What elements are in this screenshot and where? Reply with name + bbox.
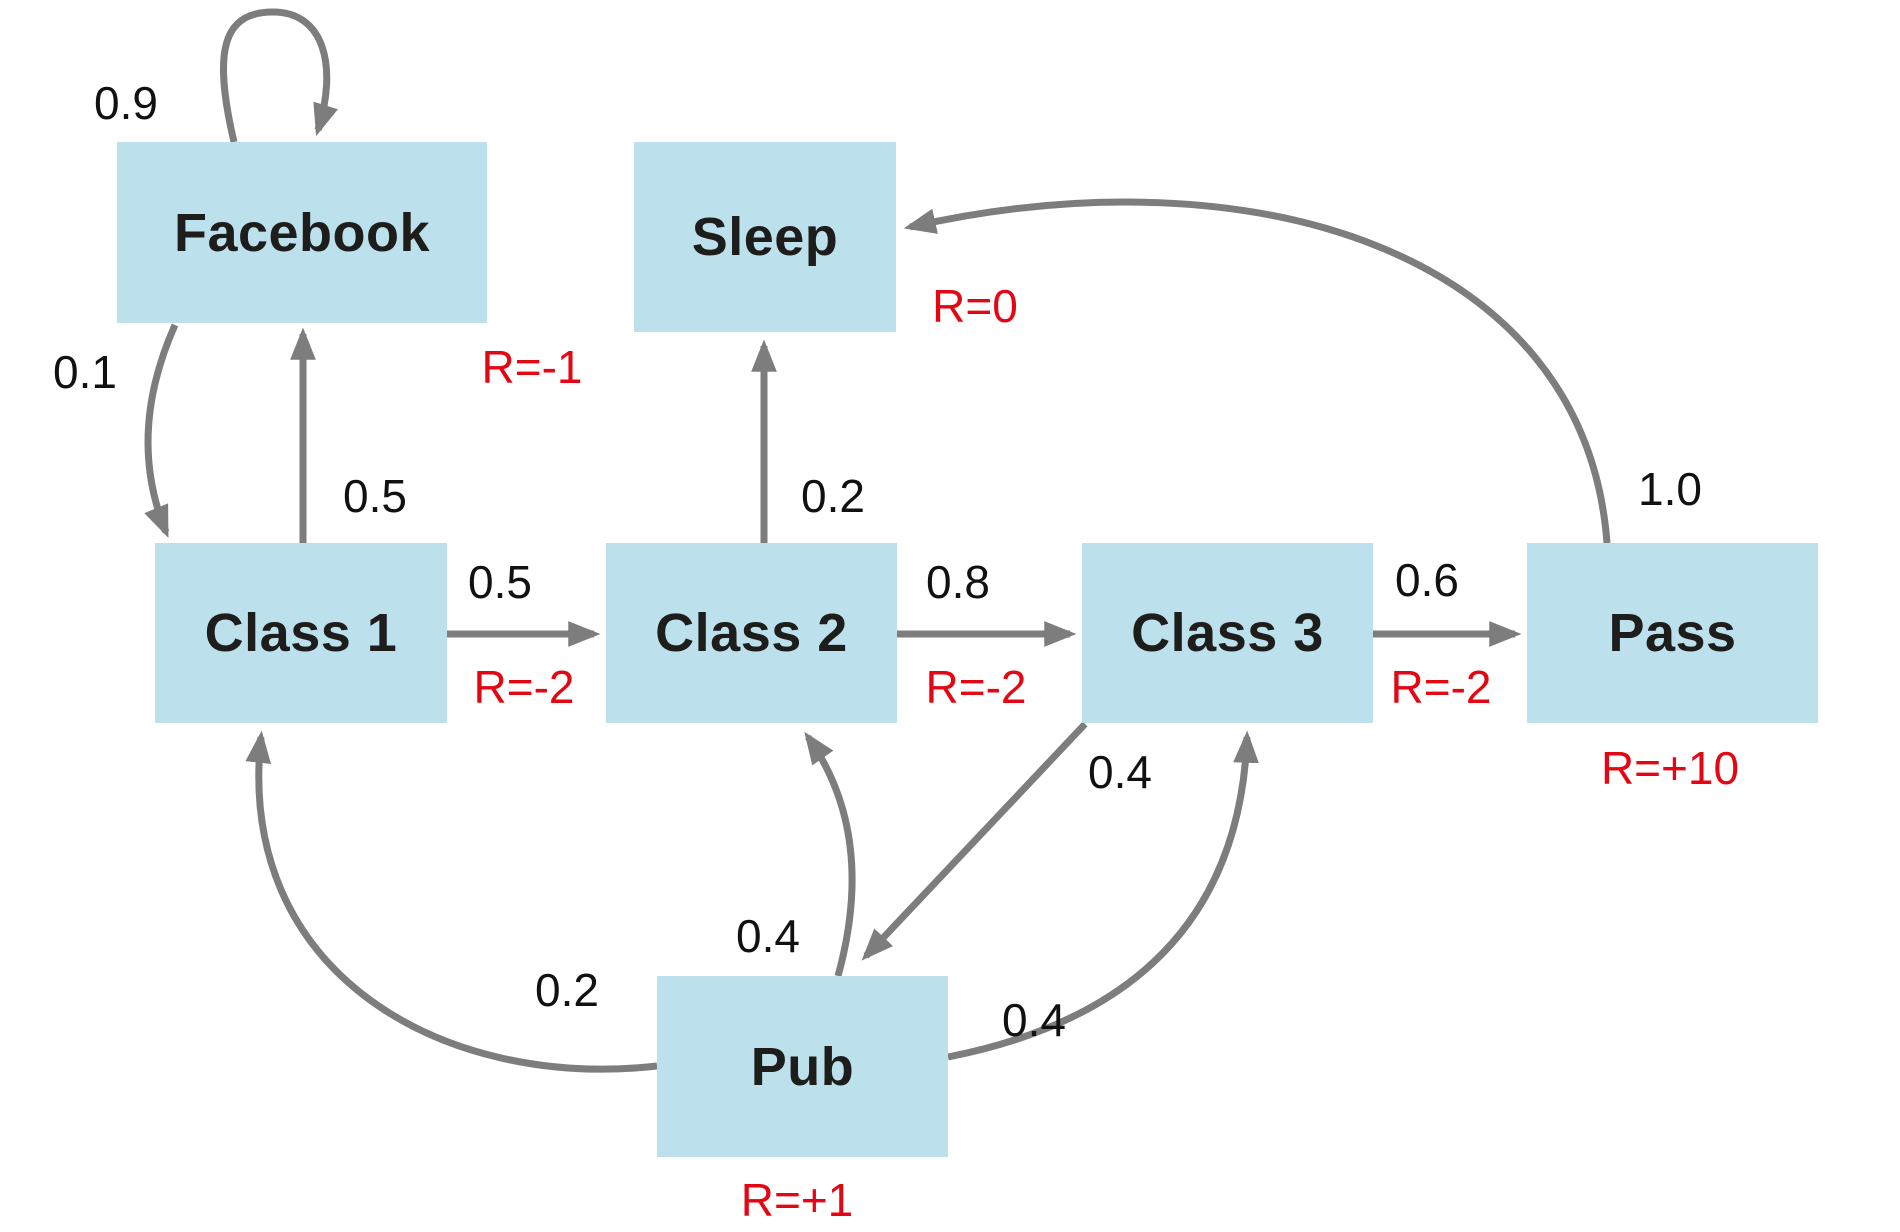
edge-facebook-class1 bbox=[144, 323, 179, 538]
prob-label-class2-sleep: 0.2 bbox=[801, 470, 865, 522]
prob-label-class3-pass: 0.6 bbox=[1395, 554, 1459, 606]
node-class3-label: Class 3 bbox=[1131, 603, 1324, 663]
prob-label-facebook-selfloop: 0.9 bbox=[94, 77, 158, 129]
prob-label-pass-sleep: 1.0 bbox=[1638, 463, 1702, 515]
prob-label-class1-class2: 0.5 bbox=[468, 556, 532, 608]
prob-label-facebook-class1: 0.1 bbox=[53, 346, 117, 398]
reward-label-class2: R=-2 bbox=[925, 661, 1027, 713]
edge-pub-class2 bbox=[804, 731, 856, 977]
edge-pub-class3 bbox=[947, 730, 1259, 1061]
reward-label-class3: R=-2 bbox=[1390, 661, 1492, 713]
prob-label-class1-facebook: 0.5 bbox=[343, 470, 407, 522]
reward-label-sleep: R=0 bbox=[932, 280, 1018, 332]
node-pass: Pass bbox=[1527, 543, 1818, 723]
node-pub: Pub bbox=[657, 976, 948, 1157]
prob-label-class3-pub: 0.4 bbox=[1088, 746, 1152, 798]
node-class2: Class 2 bbox=[606, 543, 897, 723]
node-pub-label: Pub bbox=[750, 1036, 855, 1097]
edge-pass-sleep bbox=[903, 198, 1611, 544]
node-facebook: Facebook bbox=[117, 142, 487, 323]
edge-class3-pub bbox=[861, 721, 1088, 961]
reward-label-pass: R=+10 bbox=[1600, 742, 1740, 794]
prob-label-pub-class1: 0.2 bbox=[535, 964, 599, 1016]
edge-pub-class1 bbox=[245, 730, 658, 1073]
prob-label-pub-class2: 0.4 bbox=[736, 910, 800, 962]
node-facebook-label: Facebook bbox=[173, 202, 431, 263]
reward-label-class1: R=-2 bbox=[473, 661, 575, 713]
node-class1: Class 1 bbox=[155, 543, 447, 723]
node-class3: Class 3 bbox=[1082, 543, 1373, 723]
prob-label-class2-class3: 0.8 bbox=[926, 556, 990, 608]
node-sleep: Sleep bbox=[634, 142, 896, 332]
prob-label-pub-class3: 0.4 bbox=[1002, 994, 1066, 1046]
node-pass-label: Pass bbox=[1608, 603, 1737, 663]
node-sleep-label: Sleep bbox=[691, 207, 839, 267]
reward-label-facebook: R=-1 bbox=[481, 341, 583, 393]
node-class1-label: Class 1 bbox=[204, 603, 398, 663]
reward-label-pub: R=+1 bbox=[740, 1174, 854, 1226]
node-class2-label: Class 2 bbox=[655, 603, 848, 663]
edge-facebook-selfloop bbox=[220, 8, 338, 143]
